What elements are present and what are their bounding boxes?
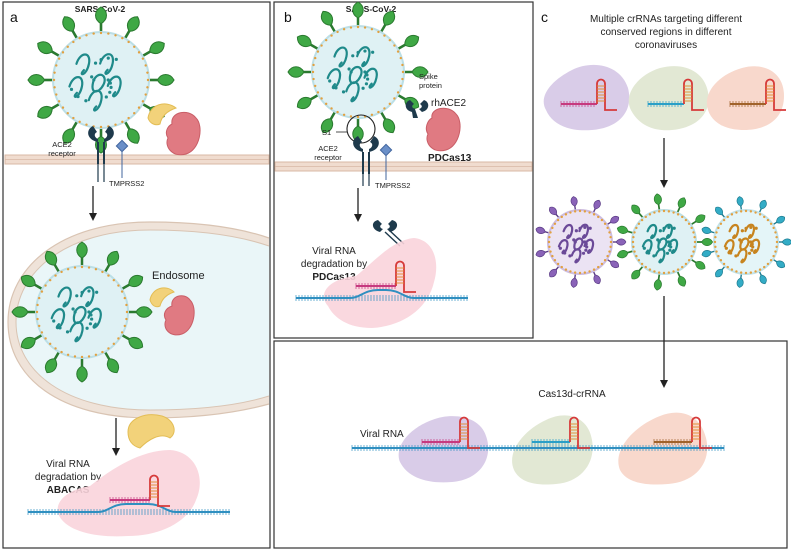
panel-c-letter: c <box>541 9 548 25</box>
panel-a-virus <box>26 5 176 155</box>
panel-c-complex-label: Cas13d-crRNA <box>538 389 606 400</box>
panel-b-deg-label-3: PDCas13 <box>312 272 356 283</box>
panel-c-virus-purple <box>534 195 627 289</box>
panel-a-yellow-protein <box>147 103 178 126</box>
panel-b-frame <box>273 1 534 339</box>
panel-b-crrna <box>355 260 416 293</box>
panel-b-ace2-label-1: ACE2 <box>318 144 338 153</box>
panel-c-bottom-crrna-2 <box>531 416 590 449</box>
panel-c-complex-3-crrna <box>729 78 786 111</box>
panel-b-spike-label-1: Spike <box>419 72 438 81</box>
panel-a-crrna <box>109 474 170 507</box>
panel-c-title-2: conserved regions in different <box>600 27 731 38</box>
panel-a-endosome-yellow-protein <box>149 287 175 308</box>
panel-b-letter: b <box>284 9 292 25</box>
panel-c-viral-rna-label: Viral RNA <box>360 429 404 440</box>
panel-b-virus-title: SARS-CoV-2 <box>346 4 397 14</box>
panel-a-endosome-cas13-protein <box>163 295 195 336</box>
panel-b-rna-strand <box>295 289 468 301</box>
panel-a-top-yellow-protein <box>127 414 175 449</box>
panel-a-letter: a <box>10 9 18 25</box>
panel-c-complex-1-crrna <box>560 78 617 111</box>
panel-b-pdcas13-label: PDCas13 <box>428 153 472 164</box>
panel-b-ace2-label-2: receptor <box>314 153 342 162</box>
panel-b-s1-label: S1 <box>322 128 331 137</box>
panel-c-bottom-frame <box>273 340 788 549</box>
panel-b-spike-label-2: protein <box>419 81 442 90</box>
panel-c-complex-1-blob <box>543 64 630 131</box>
panel-c-bottom-blob-2 <box>512 415 593 485</box>
panel-b-deg-label-2: degradation by <box>301 259 367 270</box>
panel-c-complex-3-blob <box>706 66 784 130</box>
panel-c-virus-green <box>615 192 714 292</box>
panel-b-cas13-protein <box>425 107 461 152</box>
panel-b-deg-rhace2-icon <box>372 220 398 232</box>
panel-a-deg-cas13-blob <box>57 450 200 537</box>
panel-c-complex-2-blob <box>628 66 709 131</box>
panel-c-complex-2-crrna <box>647 78 704 111</box>
panel-a-deg-label-1: Viral RNA <box>46 459 90 470</box>
panel-b-tmprss2-label: TMPRSS2 <box>375 181 410 190</box>
panel-c-bottom-rna-strand <box>351 445 725 451</box>
panel-a-rna-strand <box>27 503 230 515</box>
panel-c-bottom-crrna-3 <box>653 416 712 449</box>
panel-a-cas13-protein <box>165 111 201 156</box>
panel-c-bottom-crrna-1 <box>421 416 480 449</box>
panel-c-virus-teal <box>700 195 791 289</box>
panel-a-frame <box>2 1 271 549</box>
panel-a-deg-label-3: ABACAS <box>47 485 90 496</box>
panel-a-tmprss2-label: TMPRSS2 <box>109 179 144 188</box>
panel-a-endosome-virus <box>10 240 154 384</box>
panel-b-virus <box>286 0 430 144</box>
panel-a-ace2-label-2: receptor <box>48 149 76 158</box>
panel-a-ace2-label-1: ACE2 <box>52 140 72 149</box>
panel-b-deg-label-1: Viral RNA <box>312 246 356 257</box>
panel-a-deg-label-2: degradation by <box>35 472 101 483</box>
panel-b-tmprss2-icon <box>379 143 393 157</box>
panel-c-title-1: Multiple crRNAs targeting different <box>590 14 742 25</box>
panel-b-rhace2-icon <box>405 100 429 118</box>
panel-a-endosome-label: Endosome <box>152 270 205 282</box>
panel-c-title-3: coronaviruses <box>635 40 697 51</box>
panel-b-rhace2-label: rhACE2 <box>431 98 466 109</box>
panel-a-tmprss2-icon <box>115 139 129 153</box>
panel-b-s1-circle <box>346 114 376 144</box>
